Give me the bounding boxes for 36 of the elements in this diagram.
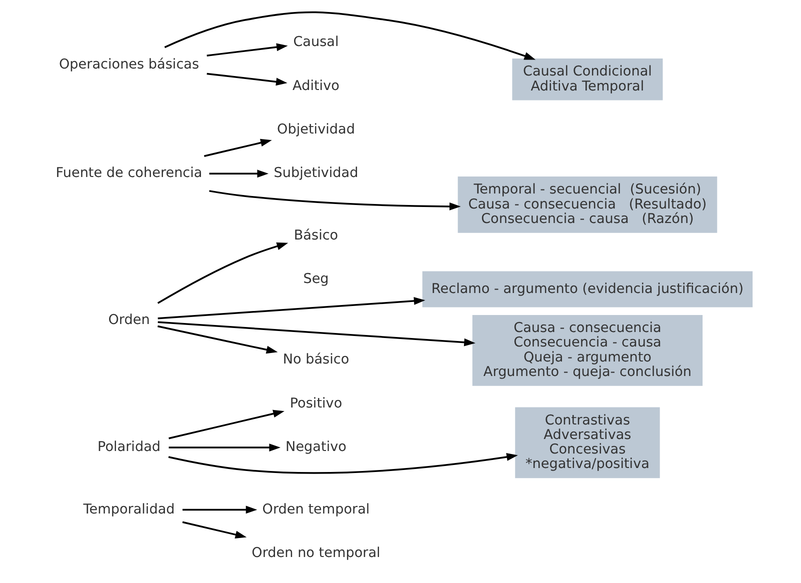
node-box: Temporal - secuencial (Sucesión) Causa - consecuencia (Resultado) Consecuencia - causa (Razón) (458, 176, 718, 233)
node-text: Objetividad (277, 122, 355, 138)
node-box: Contrastivas Adversativas Concesivas *negativa/positiva (515, 407, 660, 478)
node-text: Polaridad (98, 439, 161, 456)
arrow (158, 297, 426, 320)
node-box: Causal Condicional Aditiva Temporal (512, 58, 663, 100)
arrow (168, 453, 518, 474)
node-text: Fuente de coherencia (56, 165, 202, 182)
arrow (182, 506, 258, 514)
node-text: Aditivo (292, 78, 340, 94)
node-text: Positivo (290, 395, 342, 412)
arrow (204, 138, 272, 157)
arrow (158, 321, 476, 346)
arrow (182, 521, 247, 539)
node-text: Negativo (286, 439, 346, 456)
node-text: No básico (282, 352, 350, 368)
node-text: Orden (108, 312, 150, 328)
arrow (209, 190, 461, 210)
arrow (168, 444, 280, 452)
arrow (164, 11, 536, 60)
node-text: Causal (293, 34, 339, 50)
arrow (168, 410, 284, 440)
node-box: Reclamo - argumento (evidencia justificación) (422, 271, 753, 308)
arrow (158, 325, 278, 354)
node-text: Temporalidad (83, 501, 175, 518)
node-text: Subjetividad (274, 165, 358, 182)
node-text: Operaciones básicas (58, 56, 200, 72)
arrow (209, 170, 269, 178)
arrow (206, 72, 288, 86)
arrow (206, 43, 288, 56)
node-text: Orden temporal (262, 501, 370, 518)
arrow (157, 242, 288, 304)
node-text: Orden no temporal (252, 545, 380, 562)
label: Seg (303, 271, 329, 288)
node-box: Causa - consecuencia Consecuencia - causa Queja - argumento Argumento - queja- conclusión (472, 314, 703, 386)
node-text: Básico (294, 227, 338, 244)
